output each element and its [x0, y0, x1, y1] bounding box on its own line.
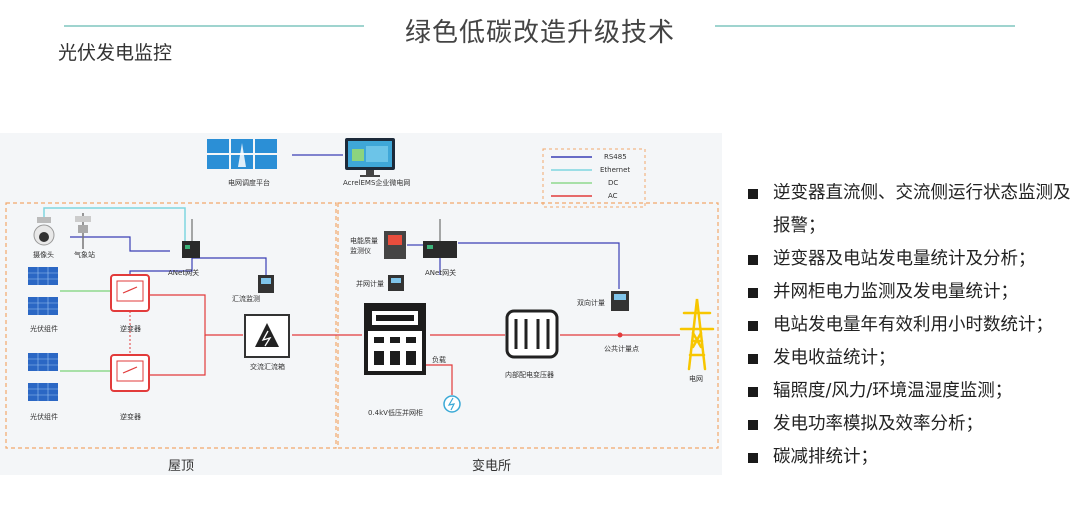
inverter2-label: 逆变器 — [120, 412, 141, 421]
legend-rs485: RS485 — [604, 153, 627, 161]
pcc-node — [617, 332, 623, 338]
pv2-label: 光伏组件 — [30, 412, 58, 421]
legend-ac: AC — [608, 192, 618, 200]
inverter1-label: 逆变器 — [120, 324, 141, 333]
monitor-icon — [345, 138, 395, 177]
rooftop-zone-label: 屋顶 — [168, 459, 194, 474]
cabinet-label: 0.4kV低压并网柜 — [368, 408, 423, 417]
feature-text: 逆变器直流侧、交流侧运行状态监测及报警； — [773, 183, 1071, 236]
weather-label: 气象站 — [74, 250, 95, 259]
power-tower-icon — [679, 298, 715, 371]
pq-monitor-label-1: 电能质量 — [350, 236, 378, 245]
feature-list: 逆变器直流侧、交流侧运行状态监测及报警； 逆变器及电站发电量统计及分析； 并网柜… — [748, 177, 1078, 474]
rs485-weather-anet — [70, 236, 170, 252]
bullet-square-icon — [748, 387, 758, 397]
feature-item: 发电功率模拟及效率分析； — [748, 408, 1078, 441]
header-line-left — [64, 25, 364, 27]
load-icon — [443, 395, 461, 413]
camera-label: 摄像头 — [33, 250, 54, 259]
video-wall-icon — [207, 139, 277, 169]
pv-monitoring-diagram: RS485 Ethernet DC AC 电网调度平台 AcrelEMS企业微电… — [0, 133, 722, 475]
acrel-ems-label: AcrelEMS企业微电网 — [343, 178, 410, 187]
feature-text: 碳减排统计； — [773, 447, 878, 467]
feature-item: 并网柜电力监测及发电量统计； — [748, 276, 1078, 309]
grid-label: 电网 — [689, 374, 703, 383]
pv1-label: 光伏组件 — [30, 324, 58, 333]
pq-monitor-label-2: 监测仪 — [350, 246, 371, 255]
ethernet-link — [43, 207, 186, 250]
bullet-square-icon — [748, 420, 758, 430]
feature-item: 逆变器直流侧、交流侧运行状态监测及报警； — [748, 177, 1078, 243]
feature-item: 碳减排统计； — [748, 441, 1078, 474]
feature-item: 辐照度/风力/环境温湿度监测； — [748, 375, 1078, 408]
substation-zone-border — [337, 202, 719, 449]
header-line-right — [715, 25, 1015, 27]
combiner-monitor-label: 汇流监测 — [232, 294, 260, 303]
bullet-square-icon — [748, 288, 758, 298]
feature-item: 电站发电量年有效利用小时数统计； — [748, 309, 1078, 342]
legend-dc: DC — [608, 179, 618, 187]
weather-station-icon — [75, 213, 91, 249]
solar-panel-icon — [28, 267, 58, 315]
transformer-icon — [505, 309, 559, 359]
ac-combiner-icon — [244, 314, 290, 358]
grid-meter-label: 并网计量 — [356, 279, 384, 288]
gateway-icon — [423, 219, 457, 258]
switchgear-cabinet-icon — [364, 303, 426, 375]
feature-text: 发电收益统计； — [773, 348, 896, 368]
grid-dispatch-label: 电网调度平台 — [228, 178, 270, 187]
meter-icon — [388, 275, 404, 291]
bullet-square-icon — [748, 453, 758, 463]
ac-inverter2 — [150, 335, 206, 376]
substation-zone-label: 变电所 — [472, 458, 511, 474]
feature-text: 发电功率模拟及效率分析； — [773, 414, 983, 434]
ac-combiner-label: 交流汇流箱 — [250, 362, 285, 371]
load-label: 负载 — [432, 355, 446, 364]
feature-text: 电站发电量年有效利用小时数统计； — [773, 315, 1053, 335]
camera-icon — [33, 217, 55, 246]
power-quality-monitor-icon — [384, 231, 406, 259]
bullet-square-icon — [748, 255, 758, 265]
anet2-label: ANet网关 — [425, 268, 456, 277]
feature-text: 逆变器及电站发电量统计及分析； — [773, 249, 1036, 269]
pcc-label: 公共计量点 — [604, 344, 639, 353]
meter-icon — [258, 275, 274, 293]
feature-item: 发电收益统计； — [748, 342, 1078, 375]
rs485-anet-combiner — [192, 257, 267, 275]
transformer-label: 内部配电变压器 — [505, 370, 554, 379]
ac-inverter1 — [150, 294, 243, 336]
page-title: 绿色低碳改造升级技术 — [404, 18, 675, 48]
bullet-square-icon — [748, 189, 758, 199]
bidir-meter-label: 双向计量 — [577, 298, 605, 307]
legend-ethernet: Ethernet — [600, 166, 630, 174]
rs485-anet-bidir — [458, 242, 620, 289]
inverter-icon — [110, 274, 150, 312]
bullet-square-icon — [748, 321, 758, 331]
feature-text: 辐照度/风力/环境温湿度监测； — [773, 381, 1013, 401]
gateway-icon — [182, 219, 200, 258]
rooftop-zone-border — [5, 202, 337, 449]
diagram-canvas: RS485 Ethernet DC AC 电网调度平台 AcrelEMS企业微电… — [5, 138, 719, 474]
inverter-icon — [110, 354, 150, 392]
ac-load — [425, 364, 453, 395]
meter-icon — [611, 291, 629, 311]
section-subtitle: 光伏发电监控 — [58, 42, 173, 64]
solar-panel-icon — [28, 353, 58, 401]
feature-text: 并网柜电力监测及发电量统计； — [773, 282, 1018, 302]
bullet-square-icon — [748, 354, 758, 364]
legend-box — [542, 148, 646, 208]
anet1-label: ANet网关 — [168, 268, 199, 277]
feature-item: 逆变器及电站发电量统计及分析； — [748, 243, 1078, 276]
